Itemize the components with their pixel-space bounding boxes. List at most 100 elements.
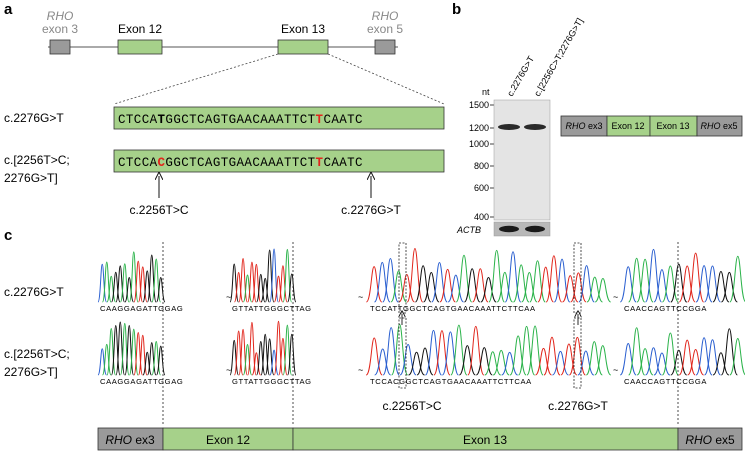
tick-600: 600 bbox=[474, 183, 489, 193]
trace-peak bbox=[578, 265, 595, 303]
trace-peak bbox=[110, 271, 121, 303]
gel-band-lane1 bbox=[498, 124, 520, 130]
trace-peak bbox=[128, 328, 139, 376]
trace-peak bbox=[97, 263, 108, 303]
trace-peak bbox=[585, 341, 603, 376]
actb-band-lane2 bbox=[525, 225, 545, 233]
rho-exon5-box bbox=[374, 39, 396, 55]
trace-peak bbox=[670, 263, 688, 303]
trace-peak bbox=[720, 271, 738, 303]
trace-peak bbox=[455, 254, 473, 303]
trace-peak bbox=[636, 258, 654, 303]
rho-exon3-box bbox=[49, 39, 71, 55]
trace-peak bbox=[484, 351, 502, 376]
trace-peak bbox=[712, 352, 730, 376]
trace-peak bbox=[496, 271, 514, 303]
tick-1000: 1000 bbox=[469, 139, 489, 149]
tick-800: 800 bbox=[474, 161, 489, 171]
actb-label: ACTB bbox=[456, 225, 481, 235]
trace-peak bbox=[586, 276, 603, 303]
trace-peak bbox=[256, 340, 266, 376]
tick-1200: 1200 bbox=[469, 123, 489, 133]
trace-peak bbox=[424, 329, 443, 376]
row2-label-line2: 2276G>T] bbox=[4, 171, 58, 185]
trace-peak bbox=[247, 261, 257, 303]
actb-band-lane1 bbox=[499, 225, 519, 233]
row2-label-line1: c.[2256T>C; bbox=[4, 153, 70, 167]
trace-peak bbox=[729, 338, 745, 376]
row2-seg4: CAACCAGTTCCGGA bbox=[624, 377, 707, 386]
trace-peak bbox=[529, 260, 546, 303]
tick-400: 400 bbox=[474, 212, 489, 222]
trace-peak bbox=[439, 268, 456, 303]
left-exon-num: exon 3 bbox=[42, 22, 78, 36]
trace-peak bbox=[264, 249, 275, 303]
trace-peak bbox=[273, 275, 284, 303]
trace-peak bbox=[124, 324, 135, 376]
trace-peak bbox=[545, 255, 563, 303]
trace-gap-6: ~ bbox=[613, 365, 618, 375]
trace-peak bbox=[504, 251, 522, 303]
chromatogram-traces bbox=[97, 247, 745, 376]
row1-label: c.2276G>T bbox=[4, 111, 64, 125]
trace-peak bbox=[142, 351, 153, 376]
trace-peak bbox=[447, 274, 464, 303]
highlight-2276-row2 bbox=[573, 317, 582, 389]
trace-row2-label-line1: c.[2256T>C; bbox=[4, 347, 70, 361]
trace-peak bbox=[670, 349, 688, 376]
trace-peak bbox=[480, 276, 497, 303]
trace-peak bbox=[365, 266, 383, 303]
trace-peak bbox=[269, 349, 279, 376]
trace-peak bbox=[155, 277, 166, 303]
trace-peak bbox=[137, 266, 148, 303]
trace-peak bbox=[128, 251, 139, 303]
transcript-bar-c: RHO ex3 Exon 12 Exon 13 RHO ex5 bbox=[97, 427, 743, 451]
trace-peak bbox=[577, 350, 595, 376]
zoom-line-left bbox=[113, 53, 279, 105]
transcript-schematic-b: RHO ex3 Exon 12 Exon 13 RHO ex5 bbox=[560, 115, 743, 137]
sequence-row-2: c.[2256T>C; 2276G>T] CTCCACGGCTCAGTGAACA… bbox=[4, 149, 445, 185]
trace-peak bbox=[133, 260, 144, 303]
trace-peak bbox=[467, 325, 485, 376]
trace-peak bbox=[242, 343, 253, 376]
row1-seg3: TCCATTGGCTCAGTGAACAAATTCTTCAA bbox=[370, 304, 536, 313]
trace-peak bbox=[414, 265, 432, 303]
trace-gap-1: ~ bbox=[226, 292, 231, 302]
trace-peak bbox=[720, 328, 738, 376]
trace-peak bbox=[661, 265, 679, 303]
trace-row1-label: c.2276G>T bbox=[4, 285, 64, 299]
trace-peak bbox=[594, 277, 611, 303]
trace-peak bbox=[229, 339, 239, 376]
trace-peak bbox=[619, 266, 637, 303]
row2-seq-box bbox=[113, 149, 445, 173]
trace-peak bbox=[416, 347, 434, 376]
trace-peak bbox=[712, 271, 730, 303]
trace-peak bbox=[501, 351, 518, 376]
gel-image bbox=[493, 99, 551, 221]
gel-band-lane2 bbox=[524, 124, 546, 130]
exon13-label: Exon 13 bbox=[281, 22, 325, 36]
trace-peak bbox=[146, 342, 157, 376]
trace-peak bbox=[704, 339, 721, 376]
bar-c-ex5-label: RHO ex5 bbox=[685, 433, 735, 447]
trace-gap-4: ~ bbox=[226, 365, 231, 375]
gel-ticks: 1500 1200 1000 800 600 400 bbox=[469, 100, 494, 222]
arrow-2276-label-c: c.2276G>T bbox=[548, 399, 608, 413]
trace-peak bbox=[562, 275, 579, 303]
trace-peak bbox=[374, 261, 391, 303]
trace-peak bbox=[678, 339, 696, 376]
trace-peak bbox=[475, 347, 493, 376]
trace-peak bbox=[628, 327, 646, 376]
trace-gap-5: ~ bbox=[358, 365, 363, 375]
right-exon-num: exon 5 bbox=[367, 22, 403, 36]
trace-peak bbox=[101, 343, 112, 376]
trace-peak bbox=[110, 325, 121, 376]
trace-peak bbox=[729, 255, 745, 303]
trace-peak bbox=[492, 349, 510, 376]
schematic-b-ex5-label: RHO ex5 bbox=[700, 121, 737, 131]
trace-peak bbox=[687, 349, 704, 376]
lane2-label: c.[2256C>T;2276G>T] bbox=[532, 16, 585, 98]
arrow-2276-label-a: c.2276G>T bbox=[341, 203, 401, 217]
trace-peak bbox=[636, 348, 654, 376]
